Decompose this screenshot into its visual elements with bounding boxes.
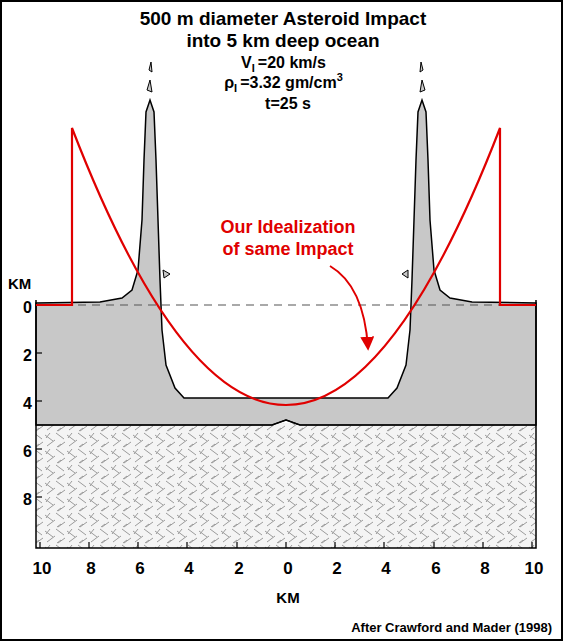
parameter-text: V (241, 54, 252, 71)
spray (147, 62, 425, 278)
tick-label: 8 (86, 558, 95, 579)
tick-label: 2 (23, 346, 32, 366)
tick-label: 4 (381, 558, 390, 579)
tick-label: 8 (23, 490, 32, 510)
tick-label: 2 (234, 558, 243, 579)
idealization-callout: Our Idealization of same Impact (213, 216, 363, 260)
tick-label: 4 (23, 394, 32, 414)
title: 500 m diameter Asteroid Impact into 5 km… (133, 8, 433, 52)
tick-label: 8 (480, 558, 489, 579)
parameter-text: ρ (224, 74, 234, 91)
tick-label: 6 (431, 558, 440, 579)
tick-label: 0 (23, 298, 32, 318)
impact-velocity: VI=20 km/s (2, 54, 563, 72)
tick-label: 10 (33, 558, 52, 579)
tick-label: 6 (23, 442, 32, 462)
parameter-text: =20 km/s (258, 54, 326, 71)
axis-title: KM (8, 274, 31, 293)
parameter-text: =3.32 gm/cm (240, 74, 337, 91)
seafloor (36, 423, 536, 548)
tick-label: 6 (135, 558, 144, 579)
ocean-water (36, 100, 536, 425)
tick-label: 2 (332, 558, 341, 579)
axes (36, 300, 536, 548)
tick-label: 0 (283, 558, 292, 579)
script-mark: I (234, 82, 237, 94)
axis-ticks (36, 353, 532, 548)
script-mark: 3 (337, 71, 343, 83)
tick-label: 10 (525, 558, 544, 579)
time-label: t=25 s (265, 94, 311, 114)
callout-arrow (330, 266, 368, 348)
idealized-crater (36, 128, 536, 405)
script-mark: I (252, 62, 255, 74)
seafloor-line (36, 420, 536, 425)
sea-level-line (36, 304, 536, 305)
impactor-density: ρI=3.32 gm/cm3 (2, 74, 563, 92)
credit: After Crawford and Mader (1998) (351, 619, 552, 636)
tick-label: 4 (184, 558, 193, 579)
axis-title: KM (276, 588, 299, 607)
